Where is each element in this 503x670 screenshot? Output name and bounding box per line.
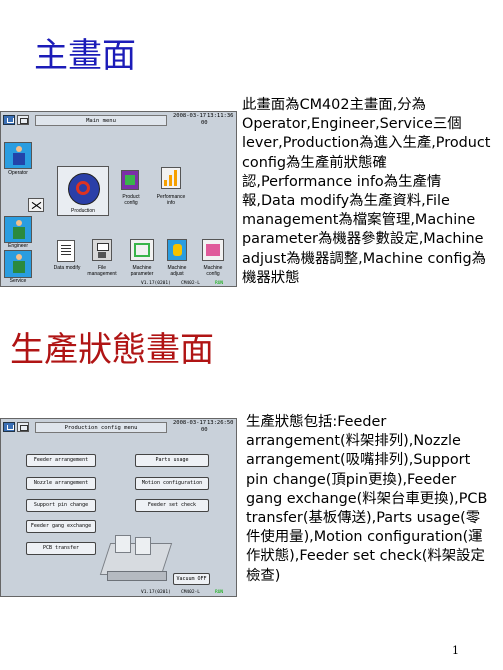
screen-footer-version: V1.17(0201): [141, 281, 171, 286]
screen-title: Production config menu: [35, 422, 167, 433]
engineer-icon[interactable]: [4, 216, 32, 243]
product-config-label: Product config: [122, 194, 140, 206]
slide1-title: 主畫面: [34, 36, 136, 76]
vacuum-off-button[interactable]: Vacuum OFF: [173, 573, 210, 585]
user-engineer-label: Engineer: [7, 243, 28, 249]
clock-time: 13:11:36: [207, 113, 234, 119]
production-icon: [68, 173, 100, 205]
production-label: Production: [71, 208, 95, 214]
machine-image: [99, 531, 173, 583]
slide2-description: 生產狀態包括:Feeder arrangement(料架排列),Nozzle a…: [246, 414, 488, 584]
main-menu-screen: Main menu 2008-03-17 13:11:36 00 Operato…: [0, 111, 237, 287]
user-operator-label: Operator: [8, 170, 28, 176]
support-pin-change-button[interactable]: Support pin change: [26, 499, 96, 512]
user-service-label: Service: [9, 278, 27, 284]
screen-footer-model: CM402-L: [181, 281, 200, 286]
screen-footer-version: V1.17(0201): [141, 590, 171, 595]
feeder-set-check-button[interactable]: Feeder set check: [135, 499, 209, 512]
machine-parameter-label: Machine parameter: [130, 265, 154, 277]
pcb-transfer-button[interactable]: PCB transfer: [26, 542, 96, 555]
feeder-arrangement-button[interactable]: Feeder arrangement: [26, 454, 96, 467]
window-icon[interactable]: [17, 422, 29, 432]
nozzle-arrangement-button[interactable]: Nozzle arrangement: [26, 477, 96, 490]
slide1-description: 此畫面為CM402主畫面,分為Operator,Engineer,Service…: [242, 97, 491, 286]
screen-footer-model: CM402-L: [181, 590, 200, 595]
machine-config-icon[interactable]: [202, 239, 224, 261]
machine-parameter-icon[interactable]: [130, 239, 154, 261]
operator-icon[interactable]: [4, 142, 32, 169]
scissors-icon[interactable]: [28, 198, 44, 212]
feeder-gang-exchange-button[interactable]: Feeder gang exchange: [26, 520, 96, 533]
clock-sub: 00: [201, 120, 208, 126]
app-icon[interactable]: [3, 422, 15, 432]
page-number: 1: [452, 644, 459, 657]
machine-config-label: Machine config: [203, 265, 223, 277]
machine-adjust-label: Machine adjust: [167, 265, 187, 277]
service-icon[interactable]: [4, 250, 32, 278]
product-config-icon[interactable]: [121, 170, 139, 190]
production-tile[interactable]: Production: [57, 166, 109, 216]
data-modify-label: Data modify: [53, 265, 81, 271]
file-management-label: File management: [87, 265, 117, 277]
slide2-title: 生產狀態畫面: [10, 330, 214, 370]
window-icon[interactable]: [17, 115, 29, 125]
app-icon[interactable]: [3, 115, 15, 125]
screen-title: Main menu: [35, 115, 167, 126]
machine-adjust-icon[interactable]: [167, 239, 187, 261]
screen-footer-status: RUN: [215, 590, 224, 595]
screen-footer-status: RUN: [215, 281, 224, 286]
data-modify-icon[interactable]: [57, 240, 75, 262]
production-config-screen: Production config menu 2008-03-17 13:26:…: [0, 418, 237, 597]
clock-date: 2008-03-17: [173, 113, 207, 119]
motion-configuration-button[interactable]: Motion configuration: [135, 477, 209, 490]
parts-usage-button[interactable]: Parts usage: [135, 454, 209, 467]
file-management-icon[interactable]: [92, 239, 112, 261]
performance-info-icon[interactable]: [161, 167, 181, 189]
performance-info-label: Performance info: [156, 194, 186, 206]
clock-time: 13:26:50: [207, 420, 234, 426]
clock-sub: 00: [201, 427, 208, 433]
clock-date: 2008-03-17: [173, 420, 207, 426]
